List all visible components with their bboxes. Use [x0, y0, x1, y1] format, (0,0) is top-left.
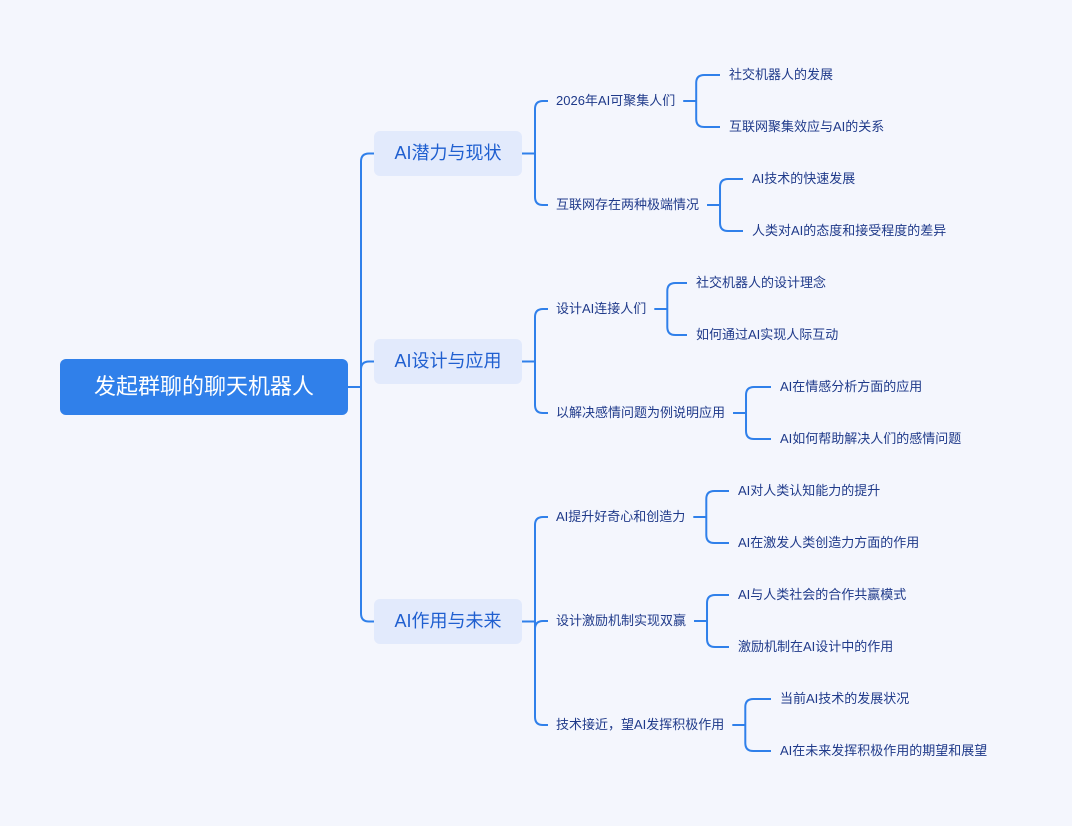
connector-line: [360, 387, 374, 623]
leaf-topic[interactable]: AI对人类认知能力的提升: [738, 483, 881, 498]
topic-ai-future[interactable]: AI作用与未来: [374, 599, 522, 644]
connector-line: [534, 516, 548, 622]
connector-line: [666, 282, 687, 309]
connector-line: [706, 621, 729, 648]
leaf-topic[interactable]: AI与人类社会的合作共赢模式: [738, 587, 907, 602]
leaf-topic[interactable]: 社交机器人的发展: [729, 67, 834, 82]
connector-line: [534, 153, 548, 206]
leaf-topic[interactable]: 人类对AI的态度和接受程度的差异: [752, 223, 947, 238]
connector-line: [744, 725, 771, 752]
connector-line: [534, 308, 548, 362]
topic-ai-potential[interactable]: AI潜力与现状: [374, 131, 522, 176]
connector-line: [719, 178, 743, 205]
leaf-topic[interactable]: 激励机制在AI设计中的作用: [738, 639, 894, 654]
connector-line: [666, 309, 687, 336]
connector-line: [695, 74, 720, 101]
connector-line: [706, 594, 729, 621]
leaf-topic[interactable]: AI如何帮助解决人们的感情问题: [780, 431, 962, 446]
connector-line: [360, 152, 374, 387]
subtopic[interactable]: AI提升好奇心和创造力: [556, 509, 686, 524]
connector-line: [745, 413, 771, 440]
connector-line: [534, 361, 548, 414]
subtopic[interactable]: 设计激励机制实现双赢: [556, 613, 687, 628]
leaf-topic[interactable]: 互联网聚集效应与AI的关系: [729, 119, 885, 134]
leaf-topic[interactable]: AI技术的快速发展: [752, 171, 856, 186]
leaf-topic[interactable]: 社交机器人的设计理念: [696, 275, 827, 290]
topic-ai-design[interactable]: AI设计与应用: [374, 339, 522, 384]
connector-line: [705, 490, 729, 517]
connector-line: [534, 621, 548, 726]
leaf-topic[interactable]: 当前AI技术的发展状况: [780, 691, 910, 706]
leaf-topic[interactable]: AI在情感分析方面的应用: [780, 379, 923, 394]
leaf-topic[interactable]: 如何通过AI实现人际互动: [696, 327, 839, 342]
connector-line: [695, 101, 720, 128]
connector-line: [534, 100, 548, 154]
leaf-topic[interactable]: AI在未来发挥积极作用的期望和展望: [780, 743, 988, 758]
subtopic[interactable]: 互联网存在两种极端情况: [556, 197, 700, 212]
root-topic[interactable]: 发起群聊的聊天机器人: [60, 359, 348, 415]
connector-line: [705, 517, 729, 544]
subtopic[interactable]: 2026年AI可聚集人们: [556, 93, 676, 108]
connector-line: [534, 620, 548, 630]
subtopic[interactable]: 技术接近，望AI发挥积极作用: [556, 717, 725, 732]
subtopic[interactable]: 以解决感情问题为例说明应用: [556, 405, 726, 420]
leaf-topic[interactable]: AI在激发人类创造力方面的作用: [738, 535, 920, 550]
connector-line: [719, 205, 743, 232]
connector-line: [745, 386, 771, 413]
connector-line: [744, 698, 771, 725]
subtopic[interactable]: 设计AI连接人们: [556, 301, 647, 316]
connector-line: [360, 360, 374, 387]
